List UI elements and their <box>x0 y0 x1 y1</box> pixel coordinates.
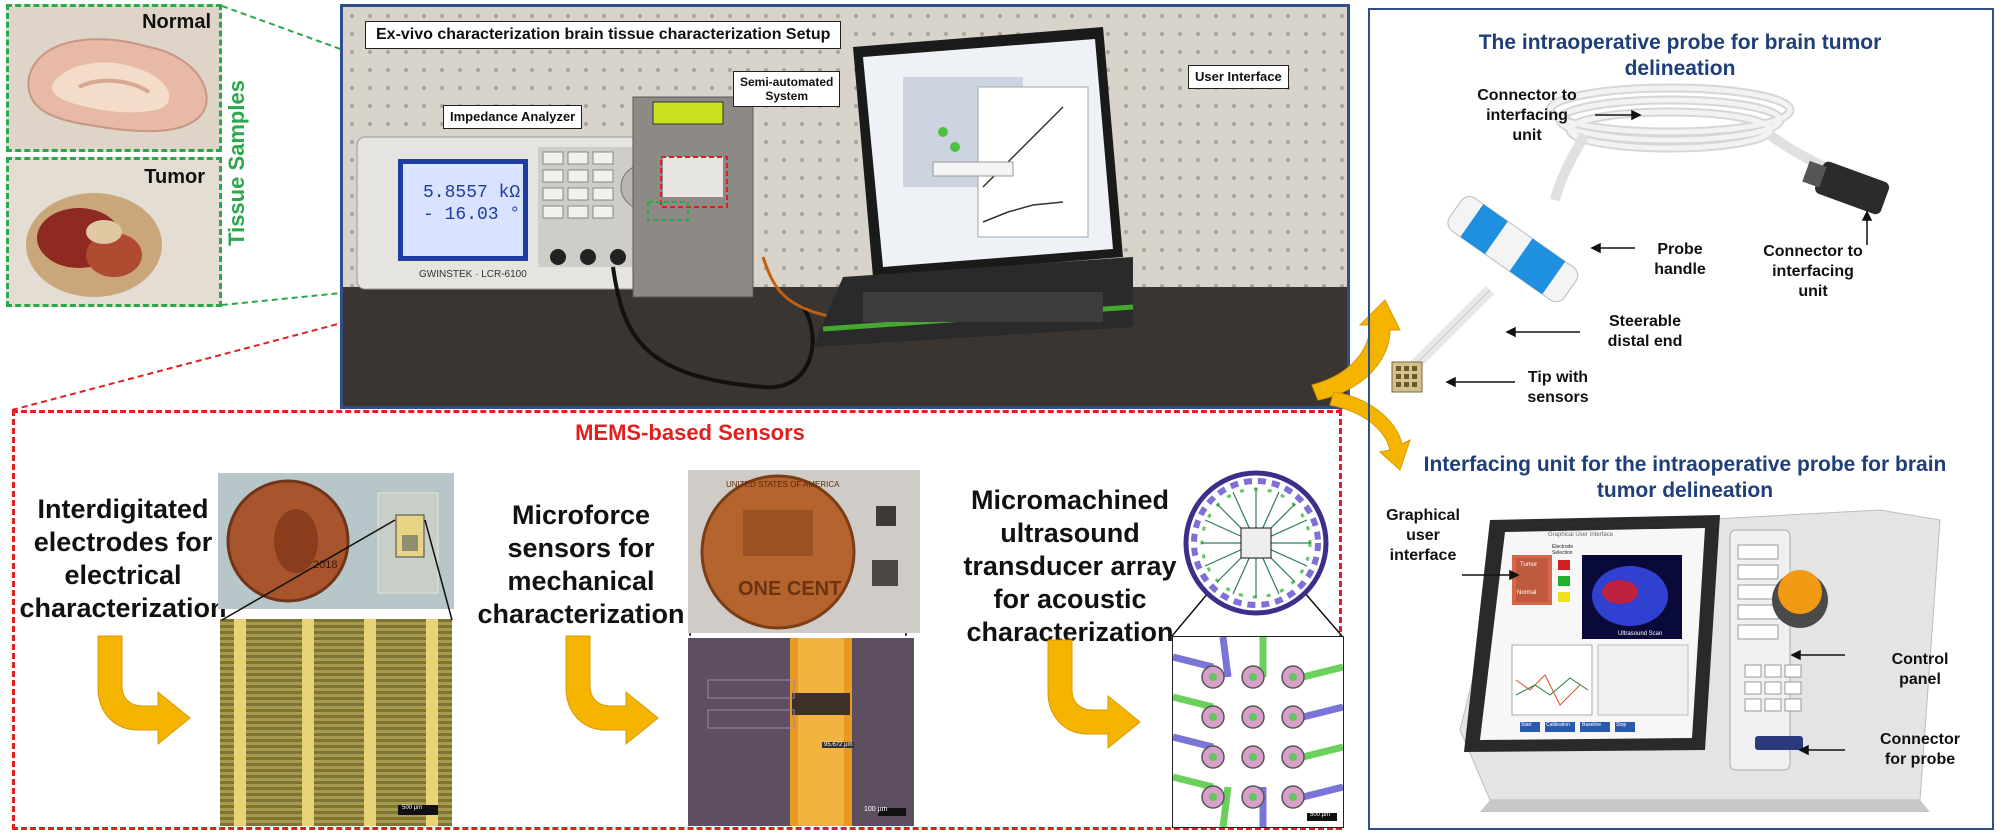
ide-scale-bar: 500 µm <box>402 805 423 811</box>
probe-connector-left-label: Connector to interfacing unit <box>1462 86 1592 146</box>
setup-scene <box>343 7 1347 406</box>
arrow-microforce <box>565 635 659 745</box>
probe-title-line1: The intraoperative probe for brain tumor <box>1478 31 1882 54</box>
tablet-header: Bi-modal intraoperative probe for brain … <box>1505 522 1681 529</box>
ultrasound-label-line3: transducer array <box>963 551 1177 581</box>
mems-title: MEMS-based Sensors <box>575 420 805 445</box>
tablet-tumor-tag: Tumor <box>1520 562 1538 568</box>
arrow-ultrasound <box>1047 639 1141 749</box>
microforce-label: Microforce sensors for mechanical charac… <box>476 499 686 631</box>
measure-label: 95.672 µm <box>822 742 855 748</box>
tablet-button-stop[interactable]: Stop <box>1616 722 1627 728</box>
microforce-label-line4: characterization <box>477 599 685 629</box>
tissue-normal-frame: Normal <box>6 4 222 152</box>
arrow-to-probe <box>1311 299 1401 401</box>
probe-title: The intraoperative probe for brain tumor… <box>1400 30 1960 82</box>
ide-label-line2: electrodes for <box>33 527 213 557</box>
ultrasound-label-line1: Micromachined <box>970 485 1170 515</box>
ultrasound-label-line2: ultrasound <box>1000 518 1140 548</box>
ultrasound-array-diagram <box>1183 470 1329 616</box>
probe-handle-line2: handle <box>1654 261 1706 278</box>
microforce-scale-bar: 100 µm <box>864 806 888 813</box>
probe-title-line2: delineation <box>1624 57 1736 80</box>
tumor-label: Tumor <box>144 166 205 188</box>
setup-title: Ex-vivo characterization brain tissue ch… <box>365 21 842 49</box>
tablet-subheader: Graphical User Interface <box>1548 532 1614 538</box>
semi-automated-label: Semi-automated System <box>733 71 841 107</box>
steerable-line1: Steerable <box>1608 313 1682 330</box>
coin2-text: ONE CENT <box>738 578 842 600</box>
tip-line1: Tip with <box>1527 369 1589 386</box>
impedance-analyzer-label: Impedance Analyzer <box>443 105 583 129</box>
tablet-button-calibration[interactable]: Calibration <box>1546 722 1570 728</box>
gui-label-line3: interface <box>1389 547 1457 564</box>
ultrasound-label-line4: for acoustic <box>993 584 1147 614</box>
probe-connector-right-line2: interfacing <box>1772 263 1854 280</box>
analyzer-screen-value-2: - 16.03 ° <box>423 205 521 225</box>
ide-micrograph: 500 µm <box>220 619 452 826</box>
ide-label-line1: Interdigitated <box>37 494 209 524</box>
probe-connector-left-line2: interfacing <box>1486 107 1568 124</box>
arrow-to-interface <box>1329 391 1411 471</box>
ide-label-line3: electrical <box>64 560 182 590</box>
microforce-micrograph: 95.672 µm 100 µm <box>688 638 914 826</box>
steerable-line2: distal end <box>1607 333 1683 350</box>
setup-photo: Ex-vivo characterization brain tissue ch… <box>340 4 1350 409</box>
control-panel-line2: panel <box>1899 671 1941 688</box>
gui-label-line2: user <box>1406 527 1440 544</box>
probe-connector-right-line1: Connector to <box>1763 243 1863 260</box>
ide-label-line4: characterization <box>19 593 227 623</box>
semi-automated-line2: System <box>765 89 809 103</box>
tablet-normal-tag: Normal <box>1517 590 1537 596</box>
probe-connector-left-line3: unit <box>1512 127 1542 144</box>
probe-handle-line1: Probe <box>1657 241 1703 258</box>
coin1-year: 2018 <box>313 559 338 571</box>
right-panel-frame <box>1368 8 1994 830</box>
probe-connector-right-label: Connector to interfacing unit <box>1748 242 1878 302</box>
tip-line2: sensors <box>1527 389 1589 406</box>
tip-label: Tip with sensors <box>1518 368 1598 408</box>
connector-probe-line2: for probe <box>1884 751 1956 768</box>
tablet-button-baseline[interactable]: Baseline <box>1582 722 1602 728</box>
tablet-ultrasound-scan: Ultrasound Scan <box>1618 631 1663 637</box>
connector-probe-label: Connector for probe <box>1870 730 1970 770</box>
interface-title: Interfacing unit for the intraoperative … <box>1390 452 1980 504</box>
probe-connector-left-line1: Connector to <box>1477 87 1577 104</box>
ide-label: Interdigitated electrodes for electrical… <box>18 493 228 625</box>
microforce-label-line2: sensors for <box>507 533 655 563</box>
normal-tissue-photo <box>9 7 219 149</box>
interface-title-line1: Interfacing unit for the intraoperative … <box>1423 453 1947 476</box>
connector-probe-line1: Connector <box>1880 731 1960 748</box>
microforce-label-line1: Microforce <box>511 500 651 530</box>
steerable-label: Steerable distal end <box>1590 312 1700 352</box>
ultrasound-micrograph: 500 µm <box>1172 636 1344 828</box>
analyzer-screen-value-1: 5.8557 kΩ <box>423 183 521 203</box>
tissue-tumor-frame: Tumor <box>6 157 222 307</box>
microforce-coin-photo: UNITED STATES OF AMERICA ONE CENT <box>688 470 920 633</box>
control-panel-label: Control panel <box>1880 650 1960 690</box>
gui-label-line1: Graphical <box>1386 507 1460 524</box>
normal-label: Normal <box>142 11 211 33</box>
arrow-ide <box>97 635 191 745</box>
probe-connector-right-line3: unit <box>1798 283 1828 300</box>
user-interface-label: User Interface <box>1188 65 1289 89</box>
gui-label: Graphical user interface <box>1378 506 1468 566</box>
interface-title-line2: tumor delineation <box>1596 479 1774 502</box>
interfacing-unit-drawing <box>1459 509 1941 812</box>
semi-automated-line1: Semi-automated <box>740 75 834 89</box>
ide-coin-photo: 2018 <box>218 473 454 609</box>
ultrasound-scale-bar: 500 µm <box>1310 812 1331 818</box>
tablet-electrode-selection: Electrode Selection <box>1552 544 1574 556</box>
mems-frame <box>12 410 1342 830</box>
coin2-top-text: UNITED STATES OF AMERICA <box>726 480 840 489</box>
tumor-tissue-photo <box>9 160 219 304</box>
probe-drawing <box>1391 83 1890 393</box>
probe-handle-label: Probe handle <box>1640 240 1720 280</box>
control-panel-line1: Control <box>1891 651 1949 668</box>
tablet-button-start[interactable]: Start <box>1521 722 1532 728</box>
microforce-label-line3: mechanical <box>507 566 655 596</box>
analyzer-brand: GWINSTEK · LCR-6100 <box>419 269 527 280</box>
